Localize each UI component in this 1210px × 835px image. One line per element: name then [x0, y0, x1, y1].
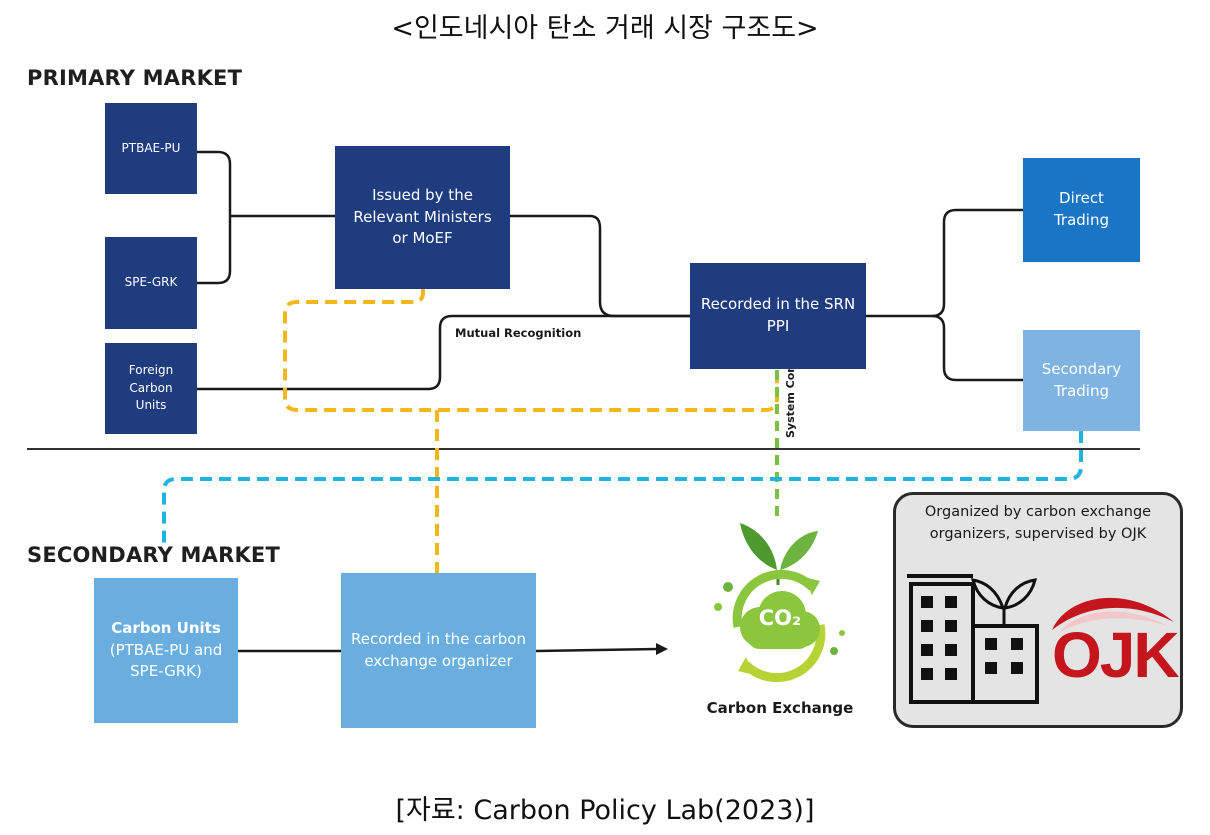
foreign-to-srn-line [197, 314, 690, 391]
carbon-units-title: Carbon Units [111, 618, 221, 637]
cyan-dashed-link [162, 431, 1083, 543]
spe-grk-label: SPE-GRK [124, 275, 178, 290]
ojk-swoosh-icon [1052, 597, 1174, 632]
source-caption: [자료: Carbon Policy Lab(2023)] [395, 795, 815, 826]
issued-by-label: Issued by the Relevant Ministers or MoEF [353, 185, 492, 248]
carbon-units-box: Carbon Units (PTBAE-PU and SPE-GRK) [94, 578, 238, 723]
recorded-srn-label: Recorded in the SRN PPI [700, 295, 856, 335]
carbon-units-detail: (PTBAE-PU and SPE-GRK) [109, 640, 223, 681]
srn-to-secondary-line [931, 314, 1023, 382]
co2-text: CO₂ [758, 606, 802, 630]
primary-market-label: PRIMARY MARKET [27, 66, 243, 90]
building-icon [907, 574, 1039, 704]
foreign-carbon-units-box: Foreign Carbon Units [105, 343, 197, 434]
secondary-market-label: SECONDARY MARKET [27, 543, 280, 567]
carbon-exchange-icon [714, 523, 845, 683]
ojk-caption: Organized by carbon exchange organizers,… [924, 504, 1152, 543]
foreign-carbon-units-label: Foreign Carbon Units [128, 363, 174, 413]
recorded-srn-box: Recorded in the SRN PPI [690, 263, 866, 369]
srn-to-direct-line [866, 208, 1023, 318]
direct-trading-label: Direct Trading [1053, 189, 1110, 229]
yellow-dashed-link [283, 289, 779, 412]
secondary-trading-box: Secondary Trading [1023, 330, 1140, 431]
issued-by-box: Issued by the Relevant Ministers or MoEF [335, 146, 510, 289]
exchange-to-co2-line [535, 647, 659, 653]
carbon-exchange-label: Carbon Exchange [706, 699, 854, 717]
direct-trading-box: Direct Trading [1023, 158, 1140, 262]
mutual-recognition-label: Mutual Recognition [455, 326, 582, 340]
spe-grk-box: SPE-GRK [105, 237, 197, 329]
ptbae-pu-label: PTBAE-PU [121, 140, 181, 155]
recorded-exchange-label: Recorded in the carbon exchange organize… [351, 629, 526, 670]
ojk-logo-text: OJK [1052, 619, 1180, 691]
bracket-line [197, 150, 232, 285]
recorded-exchange-box: Recorded in the carbon exchange organize… [341, 573, 536, 728]
arrow-head-icon [656, 643, 668, 655]
issued-to-srn-line [510, 214, 690, 318]
ptbae-pu-box: PTBAE-PU [105, 103, 197, 194]
diagram-title: <인도네시아 탄소 거래 시장 구조도> [391, 13, 819, 44]
secondary-trading-label: Secondary Trading [1041, 359, 1122, 400]
